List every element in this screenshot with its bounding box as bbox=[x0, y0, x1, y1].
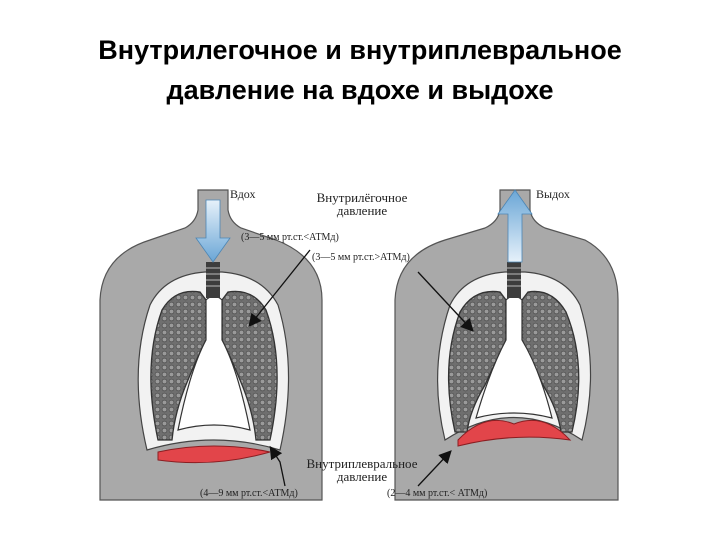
intrapulmonary-label-line1: Внутрилёгочное bbox=[317, 190, 408, 205]
intrapleural-exhale-value: (2—4 мм рт.ст.< АТМд) bbox=[387, 488, 487, 499]
left-mediastinum bbox=[177, 295, 251, 431]
exhale-label: Выдох bbox=[536, 187, 570, 201]
exhale-arrow bbox=[497, 189, 533, 263]
left-lung-left bbox=[150, 290, 207, 441]
intrapleural-inhale-value: (4—9 мм рт.ст.<АТМд) bbox=[200, 488, 298, 499]
inhale-torso bbox=[99, 189, 323, 501]
pointer-intrapleural-exhale bbox=[417, 450, 452, 487]
intrapulmonary-exhale-value: (3—5 мм рт.ст.>АТМд) bbox=[312, 252, 410, 263]
intrapulmonary-inhale-value: (3—5 мм рт.ст.<АТМд) bbox=[241, 232, 339, 243]
exhale-torso bbox=[394, 189, 619, 501]
left-lung-right bbox=[221, 290, 278, 441]
pointer-intrapulmonary-inhale bbox=[248, 249, 311, 328]
pointer-intrapleural-inhale bbox=[269, 445, 286, 487]
inhale-label: Вдох bbox=[230, 187, 256, 201]
intrapleural-label-line1: Внутриплевральное bbox=[307, 456, 418, 471]
right-lung-right bbox=[521, 290, 580, 433]
inhale-arrow bbox=[195, 199, 231, 263]
intrapleural-label-line2: давление bbox=[337, 469, 388, 484]
right-diaphragm bbox=[457, 419, 572, 447]
title-line-2: давление на вдохе и выдохе bbox=[166, 75, 554, 105]
title-line-1: Внутрилегочное и внутриплевральное bbox=[98, 35, 622, 65]
right-mediastinum bbox=[475, 295, 553, 419]
pointer-intrapulmonary-exhale bbox=[417, 271, 474, 332]
intrapulmonary-label-line2: давление bbox=[337, 203, 388, 218]
slide-title: Внутрилегочное и внутриплевральное давле… bbox=[0, 30, 720, 110]
